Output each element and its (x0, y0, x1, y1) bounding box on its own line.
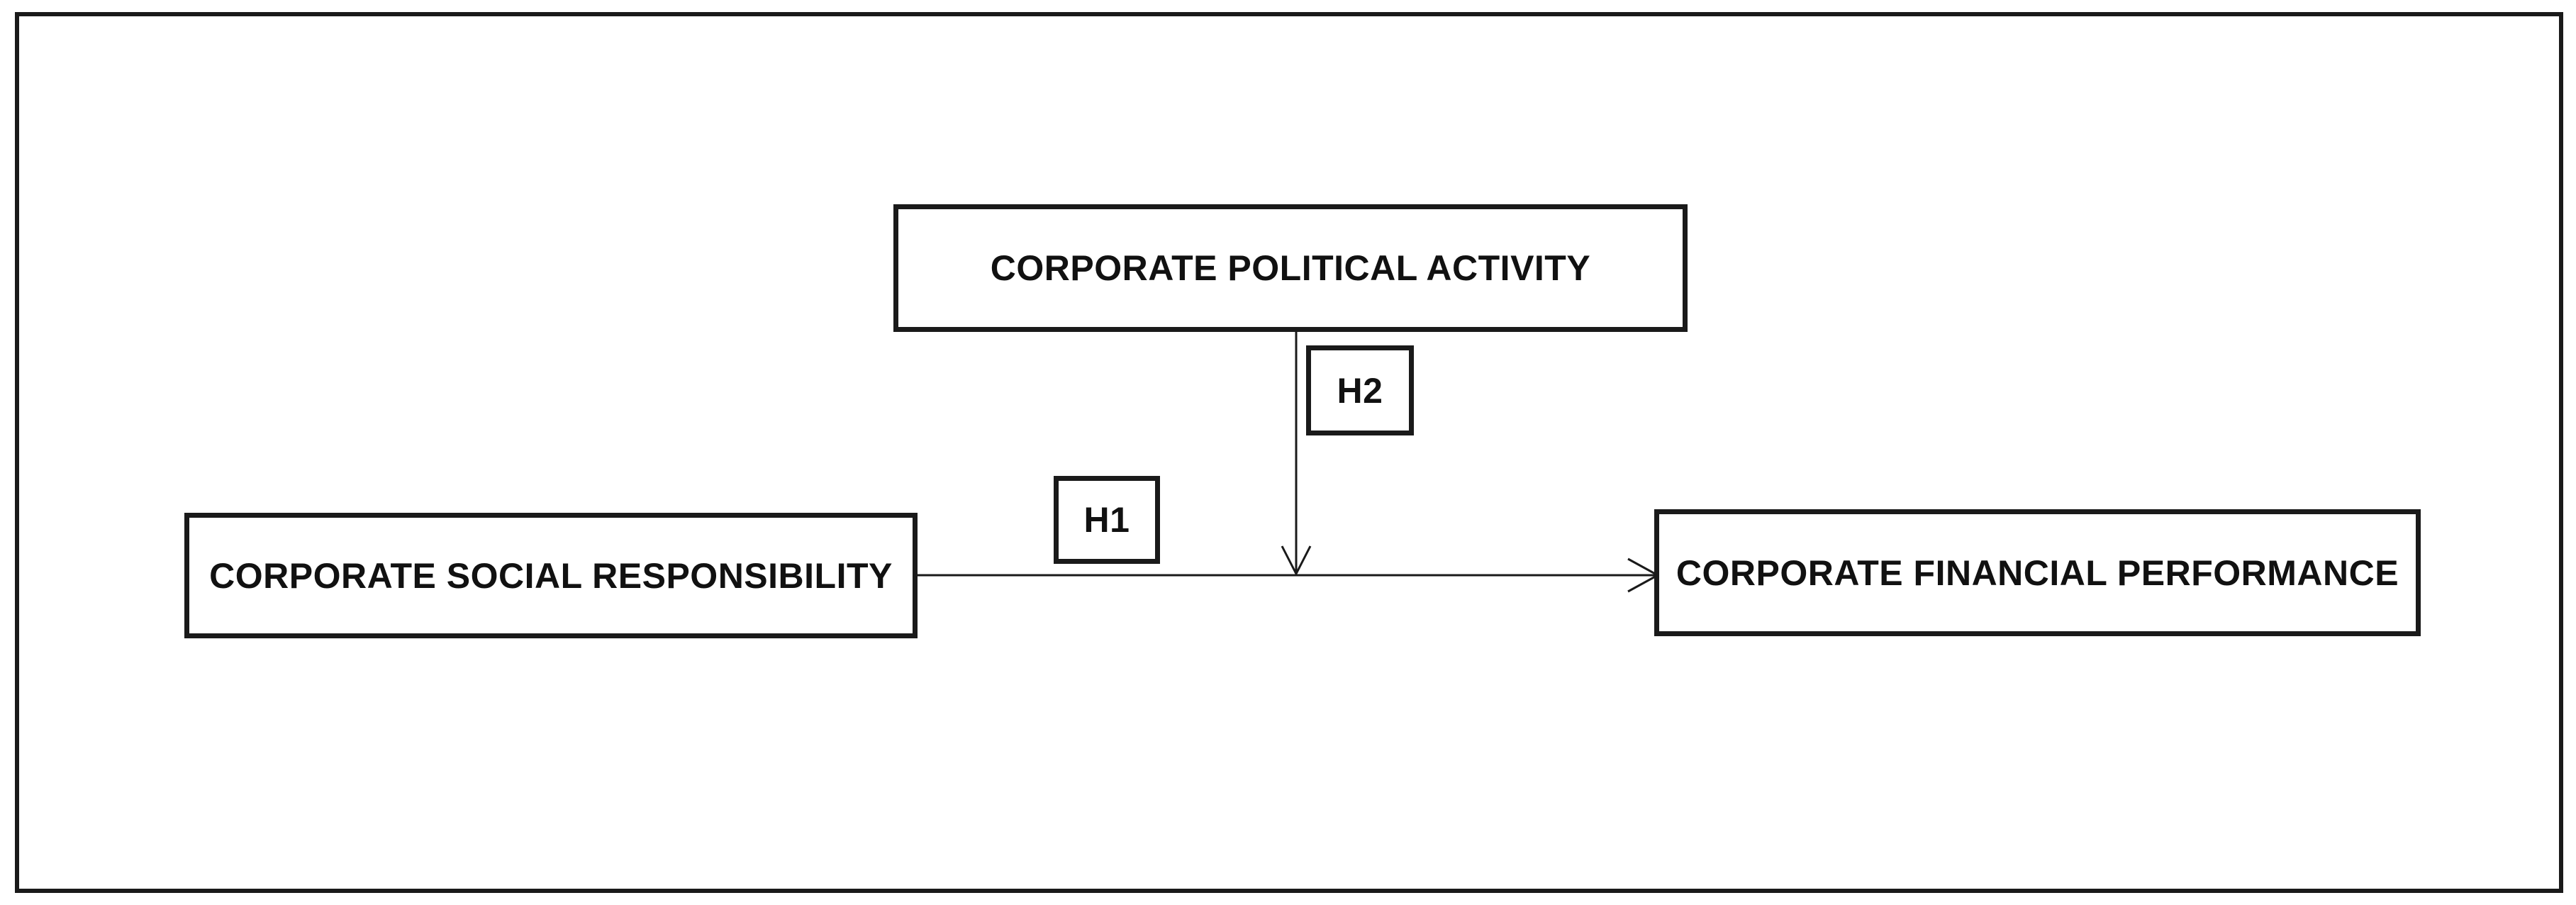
node-corporate-financial-performance: CORPORATE FINANCIAL PERFORMANCE (1654, 509, 2421, 636)
hypothesis-h1-label: H1 (1054, 476, 1160, 564)
hypothesis-label: H1 (1083, 500, 1130, 540)
node-label: CORPORATE SOCIAL RESPONSIBILITY (209, 555, 893, 596)
diagram-frame (15, 12, 2563, 893)
node-corporate-social-responsibility: CORPORATE SOCIAL RESPONSIBILITY (184, 513, 918, 638)
node-label: CORPORATE POLITICAL ACTIVITY (990, 248, 1591, 288)
hypothesis-h2-label: H2 (1306, 345, 1414, 435)
node-label: CORPORATE FINANCIAL PERFORMANCE (1675, 553, 2399, 593)
node-corporate-political-activity: CORPORATE POLITICAL ACTIVITY (893, 204, 1688, 332)
arrowhead-moderation-icon (1281, 545, 1312, 577)
hypothesis-label: H2 (1337, 370, 1383, 411)
